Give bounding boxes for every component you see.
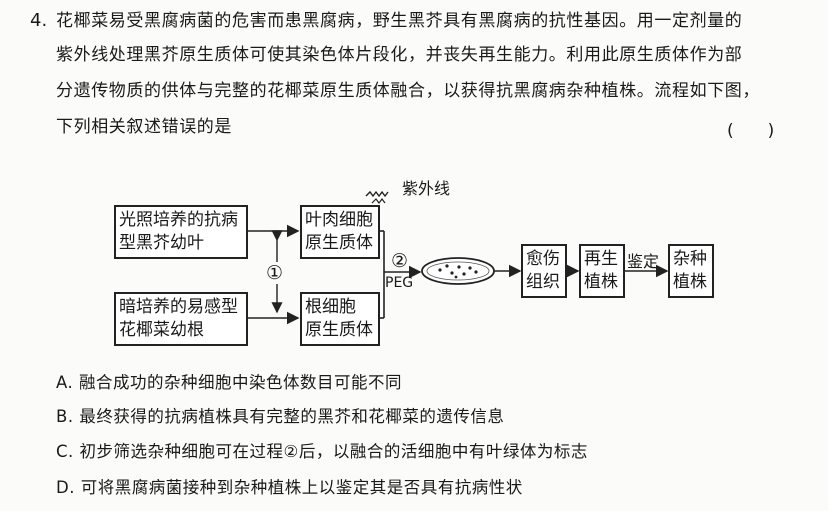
- peg-label: PEG: [385, 275, 414, 291]
- option-text: 融合成功的杂种细胞中染色体数目可能不同: [79, 373, 402, 392]
- box-text-line: 花椰菜幼根: [119, 320, 204, 340]
- option-text: 最终获得的抗病植株具有完整的黑芥和花椰菜的遗传信息: [79, 407, 505, 426]
- box-root-protoplast: 根细胞 原生质体: [300, 292, 380, 346]
- question-number: 4.: [30, 10, 48, 31]
- option-d: D. 可将黑腐病菌接种到杂种植株上以鉴定其是否具有抗病性状: [56, 477, 523, 499]
- option-c: C. 初步筛选杂种细胞可在过程②后，以融合的活细胞中有叶绿体为标志: [56, 441, 588, 463]
- box-text-line: 组织: [526, 272, 560, 292]
- question-line-1: 花椰菜易受黑腐病菌的危害而患黑腐病，野生黑芥具有黑腐病的抗性基因。用一定剂量的: [56, 11, 743, 31]
- box-text-line: 植株: [584, 272, 618, 292]
- option-b: B. 最终获得的抗病植株具有完整的黑芥和花椰菜的遗传信息: [56, 406, 504, 428]
- box-mesophyll-protoplast: 叶肉细胞 原生质体: [300, 205, 380, 259]
- question-line-2: 紫外线处理黑芥原生质体可使其染色体片段化，并丧失再生能力。利用此原生质体作为部: [56, 45, 743, 65]
- box-text-line: 型黑芥幼叶: [119, 233, 204, 253]
- option-letter: D.: [56, 478, 75, 497]
- box-text-line: 植株: [673, 272, 707, 292]
- box-hybrid-plant: 杂种 植株: [668, 244, 714, 298]
- box-regenerated-plant: 再生 植株: [579, 244, 625, 298]
- identify-label: 鉴定: [627, 252, 660, 271]
- box-cauliflower-root: 暗培养的易感型 花椰菜幼根: [114, 292, 248, 346]
- box-text-line: 再生: [584, 249, 618, 269]
- box-text-line: 原生质体: [305, 233, 373, 253]
- dish-cells: [438, 264, 478, 279]
- box-text-line: 光照培养的抗病: [119, 210, 238, 230]
- question-line-3: 分遗传物质的供体与完整的花椰菜原生质体融合，以获得抗黑腐病杂种植株。流程如下图，: [56, 81, 760, 101]
- option-text: 可将黑腐病菌接种到杂种植株上以鉴定其是否具有抗病性状: [80, 478, 523, 497]
- question-line-4: 下列相关叙述错误的是: [56, 117, 232, 137]
- step1-label: ①: [266, 262, 284, 284]
- box-text-line: 原生质体: [305, 320, 373, 340]
- box-text-line: 愈伤: [526, 249, 560, 269]
- answer-parentheses: ( ): [727, 121, 775, 141]
- box-text-line: 叶肉细胞: [305, 210, 373, 230]
- uv-ray-icon: [365, 190, 389, 198]
- box-text-line: 根细胞: [305, 297, 356, 317]
- step2-label: ②: [391, 250, 409, 272]
- box-callus: 愈伤 组织: [521, 244, 567, 298]
- option-letter: A.: [56, 373, 74, 392]
- option-text: 初步筛选杂种细胞可在过程②后，以融合的活细胞中有叶绿体为标志: [79, 442, 588, 461]
- option-letter: B.: [56, 407, 74, 426]
- option-letter: C.: [56, 442, 74, 461]
- uv-label: 紫外线: [402, 179, 451, 198]
- option-a: A. 融合成功的杂种细胞中染色体数目可能不同: [56, 372, 402, 394]
- box-black-mustard-leaf: 光照培养的抗病 型黑芥幼叶: [114, 205, 248, 259]
- box-text-line: 暗培养的易感型: [119, 297, 238, 317]
- box-text-line: 杂种: [673, 249, 707, 269]
